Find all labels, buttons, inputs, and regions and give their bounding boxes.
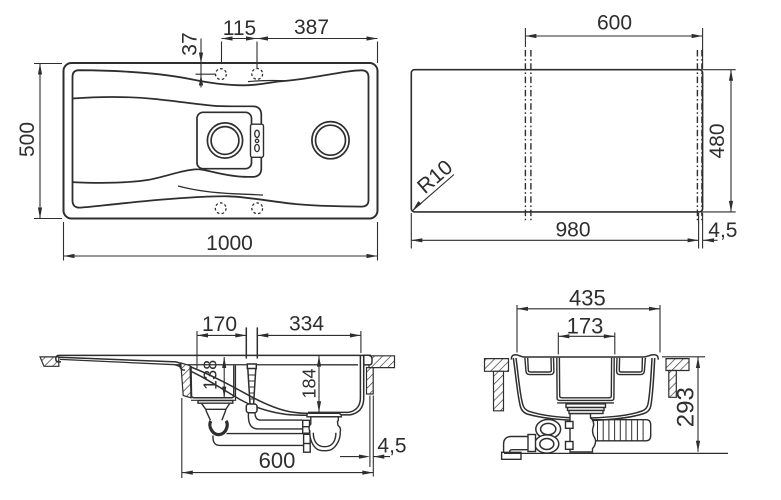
svg-text:173: 173: [567, 314, 604, 339]
svg-text:600: 600: [259, 448, 296, 473]
svg-text:500: 500: [16, 122, 39, 157]
svg-text:293: 293: [672, 387, 699, 427]
svg-text:37: 37: [179, 32, 202, 55]
svg-text:480: 480: [706, 123, 729, 158]
svg-text:184: 184: [300, 368, 320, 398]
svg-text:138: 138: [201, 360, 221, 390]
svg-text:980: 980: [555, 218, 590, 241]
svg-text:4,5: 4,5: [708, 219, 737, 242]
svg-text:170: 170: [202, 313, 237, 336]
svg-text:334: 334: [289, 313, 324, 336]
svg-text:435: 435: [569, 285, 606, 310]
svg-text:600: 600: [597, 12, 632, 35]
svg-text:4,5: 4,5: [377, 434, 406, 457]
svg-text:115: 115: [223, 17, 256, 40]
svg-text:387: 387: [294, 16, 329, 39]
svg-text:1000: 1000: [206, 232, 253, 255]
